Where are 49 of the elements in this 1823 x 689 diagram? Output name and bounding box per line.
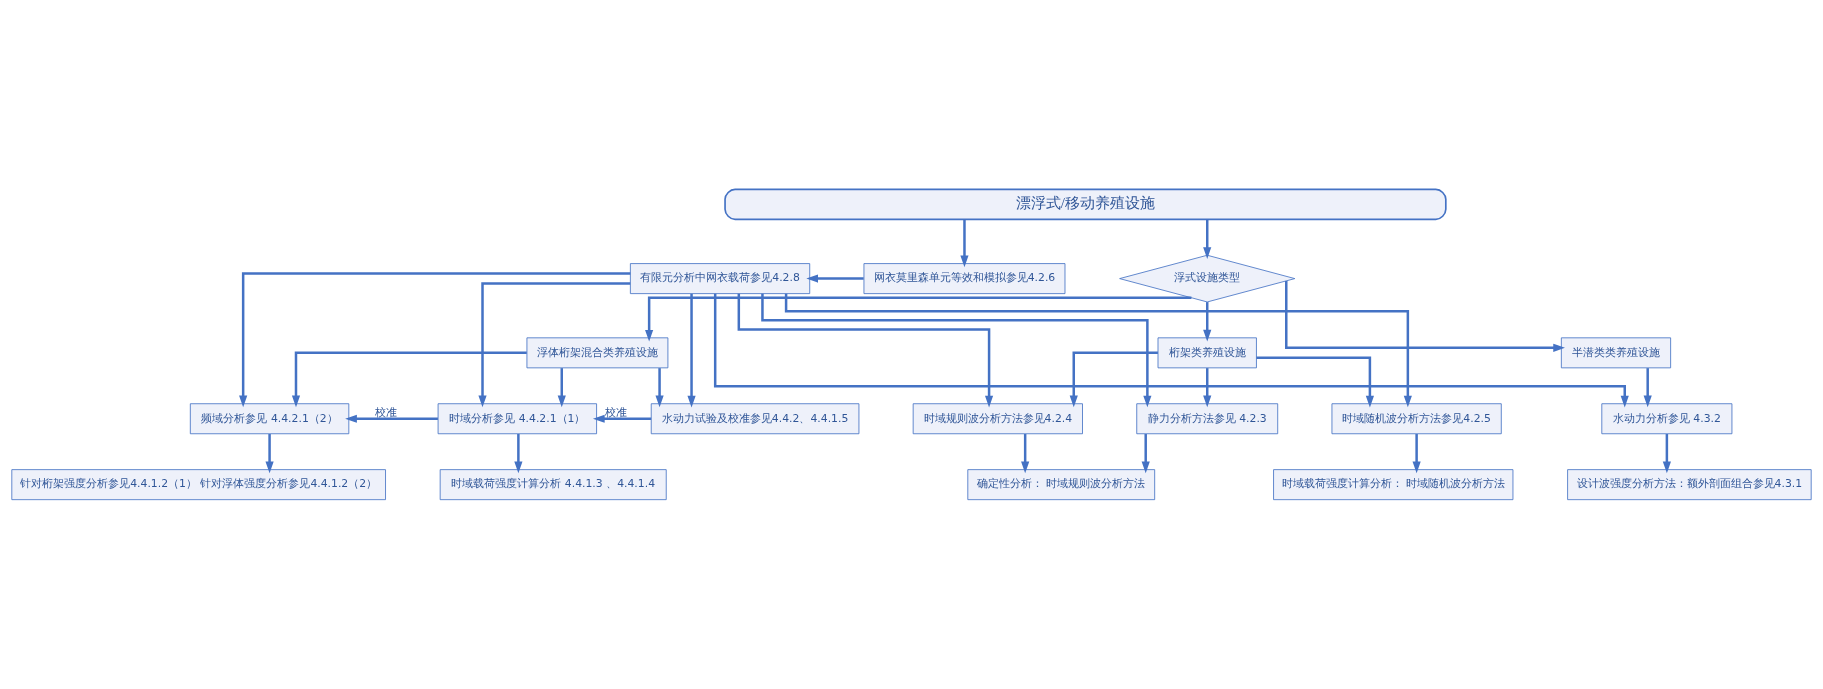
- arrow: [645, 296, 1192, 342]
- arrow: [514, 434, 523, 474]
- node-box: 水动力试验及校准参见4.4.2、4.4.1.5: [650, 403, 860, 435]
- node-box: 浮体桁架混合类养殖设施: [526, 337, 669, 369]
- arrow: [1643, 368, 1652, 408]
- arrow: [713, 293, 1629, 408]
- arrow: [761, 293, 1152, 408]
- arrow: [1662, 434, 1671, 474]
- node-box: 有限元分析中网衣载荷参见4.2.8: [629, 263, 811, 295]
- node-diamond: 浮式设施类型: [1119, 254, 1296, 303]
- arrow: [557, 368, 566, 408]
- node-box: 针对桁架强度分析参见4.4.1.2（1） 针对浮体强度分析参见4.4.1.2（2）: [11, 469, 386, 501]
- node-box: 时域载荷强度计算分析： 时域随机波分析方法: [1273, 469, 1514, 501]
- arrow: [345, 414, 438, 423]
- node-box: 网衣莫里森单元等效和模拟参见4.2.6: [863, 263, 1066, 295]
- arrow: [239, 272, 631, 408]
- node-box: 水动力分析参见 4.3.2: [1601, 403, 1733, 435]
- arrow: [592, 414, 652, 423]
- node-box: 半潜类类养殖设施: [1560, 337, 1672, 369]
- arrow: [1412, 434, 1421, 474]
- node-box: 时域分析参见 4.4.2.1（1）: [437, 403, 597, 435]
- node-box: 确定性分析： 时域规则波分析方法: [967, 469, 1156, 501]
- node-box: 时域随机波分析方法参见4.2.5: [1331, 403, 1502, 435]
- arrow: [291, 351, 527, 408]
- arrow: [737, 293, 994, 408]
- arrow: [1256, 356, 1374, 408]
- node-box: 静力分析方法参见 4.2.3: [1136, 403, 1279, 435]
- arrow: [1203, 219, 1212, 259]
- arrow: [1203, 302, 1212, 342]
- arrow: [265, 434, 274, 474]
- node-box: 桁架类养殖设施: [1157, 337, 1257, 369]
- node-box: 时域规则波分析方法参见4.2.4: [912, 403, 1083, 435]
- node-box: 时域载荷强度计算分析 4.4.1.3 、4.4.1.4: [439, 469, 667, 501]
- arrow: [1203, 368, 1212, 408]
- node-box: 漂浮式/移动养殖设施: [724, 188, 1447, 221]
- arrow: [687, 293, 696, 408]
- arrow: [1141, 434, 1150, 474]
- arrow: [478, 282, 631, 408]
- node-box: 设计波强度分析方法：额外剖面组合参见4.3.1: [1567, 469, 1812, 501]
- arrow: [1069, 351, 1158, 408]
- edge-label: 校准: [605, 405, 628, 419]
- edge-label: 校准: [374, 405, 397, 419]
- arrow: [1285, 280, 1565, 352]
- node-box: 频域分析参见 4.4.2.1（2）: [189, 403, 350, 435]
- arrow: [655, 368, 664, 408]
- arrow: [960, 219, 969, 268]
- arrow: [806, 274, 864, 283]
- arrow: [784, 293, 1412, 408]
- arrow: [1021, 434, 1030, 474]
